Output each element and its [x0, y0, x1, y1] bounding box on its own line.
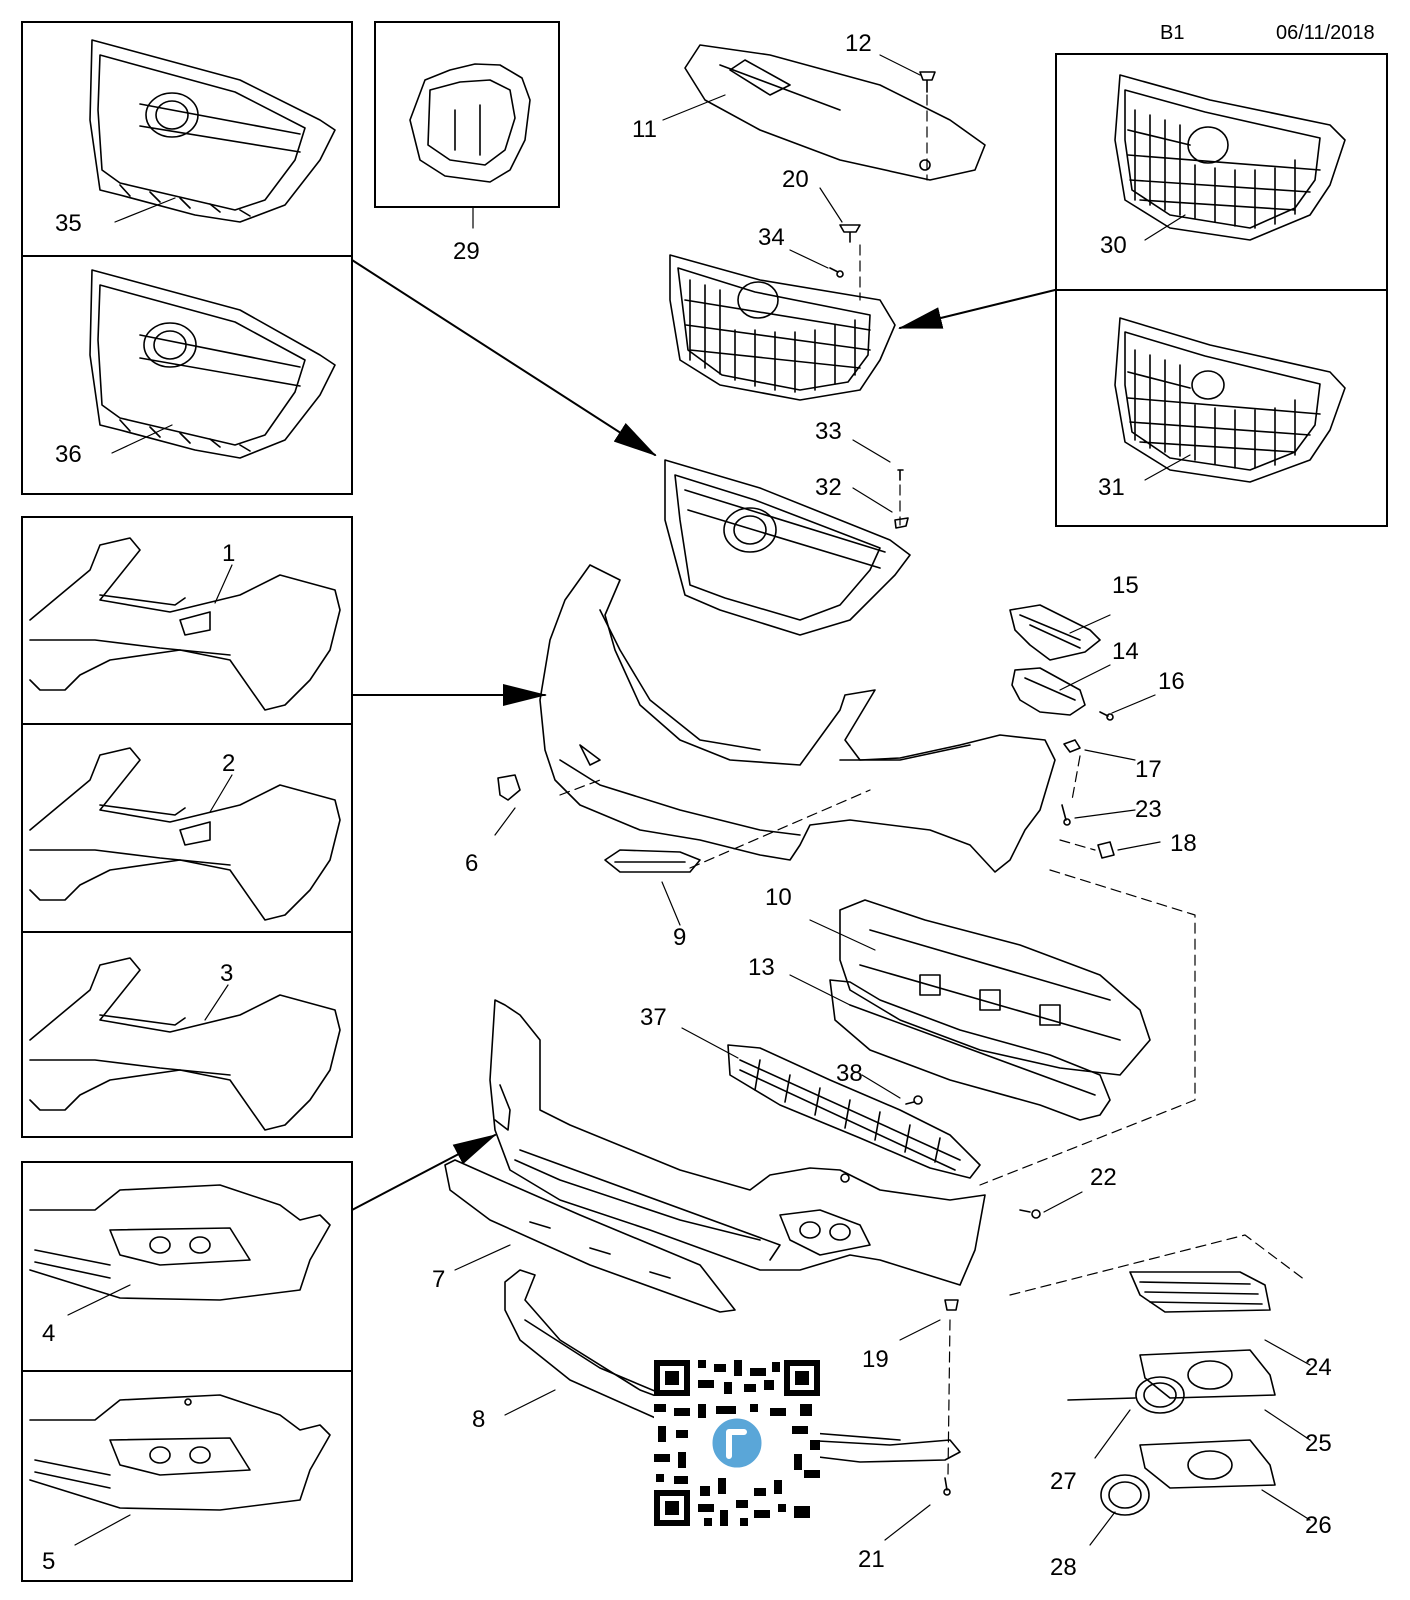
shield-11-drawing	[684, 44, 986, 181]
clip-20-drawing	[839, 224, 861, 243]
diagram-code: B1	[1160, 22, 1185, 44]
callout-4: 4	[42, 1320, 56, 1347]
callout-21: 21	[858, 1546, 885, 1573]
bezel-28-drawing	[1100, 1474, 1150, 1516]
grille-30-drawing	[1114, 74, 1346, 241]
assembly-dash-lines	[559, 94, 1306, 1476]
callout-1: 1	[222, 540, 236, 567]
grille-35-drawing	[89, 39, 336, 223]
callout-6: 6	[465, 850, 479, 877]
callout-11: 11	[632, 116, 657, 143]
callout-22: 22	[1090, 1164, 1117, 1191]
callout-31: 31	[1098, 474, 1125, 501]
callout-27: 27	[1050, 1468, 1077, 1495]
panel-bumper-3	[21, 931, 353, 1138]
screw-22-drawing	[1019, 1209, 1041, 1219]
callout-17: 17	[1135, 756, 1162, 783]
arrows	[351, 259, 1056, 1211]
callout-3: 3	[220, 960, 234, 987]
bracket-14-drawing	[1011, 667, 1086, 716]
callout-20: 20	[782, 166, 809, 193]
callout-29: 29	[453, 238, 480, 265]
bracket-15-drawing	[1009, 604, 1101, 661]
callout-19: 19	[862, 1346, 889, 1373]
panel-grille-35	[21, 21, 353, 257]
callout-7: 7	[432, 1266, 446, 1293]
callout-24: 24	[1305, 1354, 1332, 1381]
callout-13: 13	[748, 954, 775, 981]
callout-37: 37	[640, 1004, 667, 1031]
panel-clip-29	[374, 21, 560, 208]
lamp-9-drawing	[604, 849, 701, 873]
callout-15: 15	[1112, 572, 1139, 599]
lower-bumper-main-drawing	[489, 999, 986, 1286]
screw-12-drawing	[919, 71, 936, 93]
callout-34: 34	[758, 224, 785, 251]
callout-30: 30	[1100, 232, 1127, 259]
panel-bumper-1	[21, 516, 353, 725]
grille-main-drawing	[669, 254, 896, 401]
clip-19-drawing	[944, 1299, 959, 1311]
bumper-1-drawing	[29, 537, 341, 711]
nut-17-drawing	[1063, 739, 1081, 753]
qr-code-icon	[654, 1360, 820, 1526]
callout-18: 18	[1170, 830, 1197, 857]
panel-grille-31	[1055, 289, 1388, 527]
upper-bumper-main-drawing	[539, 564, 1056, 873]
callout-14: 14	[1112, 638, 1139, 665]
beam-13-drawing	[829, 979, 1111, 1121]
clip-18-drawing	[1097, 841, 1115, 859]
screw-38-drawing	[905, 1095, 923, 1105]
callout-35: 35	[55, 210, 82, 237]
callout-16: 16	[1158, 668, 1185, 695]
screw-33-drawing	[897, 469, 904, 481]
callout-26: 26	[1305, 1512, 1332, 1539]
globe-badge-icon	[709, 1415, 765, 1471]
bumper-2-drawing	[29, 747, 341, 921]
panel-grille-30	[1055, 53, 1388, 291]
grille-24-drawing	[1129, 1271, 1271, 1313]
clip-32-drawing	[894, 517, 909, 529]
cap-6-drawing	[497, 774, 521, 801]
bumper-3-drawing	[29, 957, 341, 1131]
leader-lines	[67, 54, 1311, 1546]
callout-10: 10	[765, 884, 792, 911]
callout-33: 33	[815, 418, 842, 445]
grille-upper-drawing	[664, 459, 911, 636]
callout-38: 38	[836, 1060, 863, 1087]
bezel-27-drawing	[1067, 1376, 1185, 1414]
diagram-date: 06/11/2018	[1276, 22, 1375, 44]
screw-34-drawing	[829, 267, 844, 278]
callout-8: 8	[472, 1406, 486, 1433]
screw-23-drawing	[1061, 804, 1071, 826]
callout-5: 5	[42, 1548, 56, 1575]
grille-31-drawing	[1114, 317, 1346, 483]
screw-16-drawing	[1099, 711, 1114, 721]
callout-2: 2	[222, 750, 236, 777]
lower-grille-37-drawing	[727, 1044, 981, 1179]
clip-29-drawing	[409, 63, 531, 183]
callout-9: 9	[673, 924, 687, 951]
lower-bumper-5-drawing	[29, 1394, 331, 1511]
callout-28: 28	[1050, 1554, 1077, 1581]
absorber-10-drawing	[839, 899, 1151, 1076]
lower-bumper-4-drawing	[29, 1184, 331, 1301]
grille-25-drawing	[1139, 1349, 1276, 1399]
callout-12: 12	[845, 30, 872, 57]
callout-23: 23	[1135, 796, 1162, 823]
grille-26-drawing	[1139, 1439, 1276, 1489]
screw-21-drawing	[943, 1477, 951, 1496]
callout-32: 32	[815, 474, 842, 501]
skid-plate-7-drawing	[444, 1159, 736, 1313]
callout-25: 25	[1305, 1430, 1332, 1457]
grille-36-drawing	[89, 269, 336, 459]
callout-36: 36	[55, 441, 82, 468]
